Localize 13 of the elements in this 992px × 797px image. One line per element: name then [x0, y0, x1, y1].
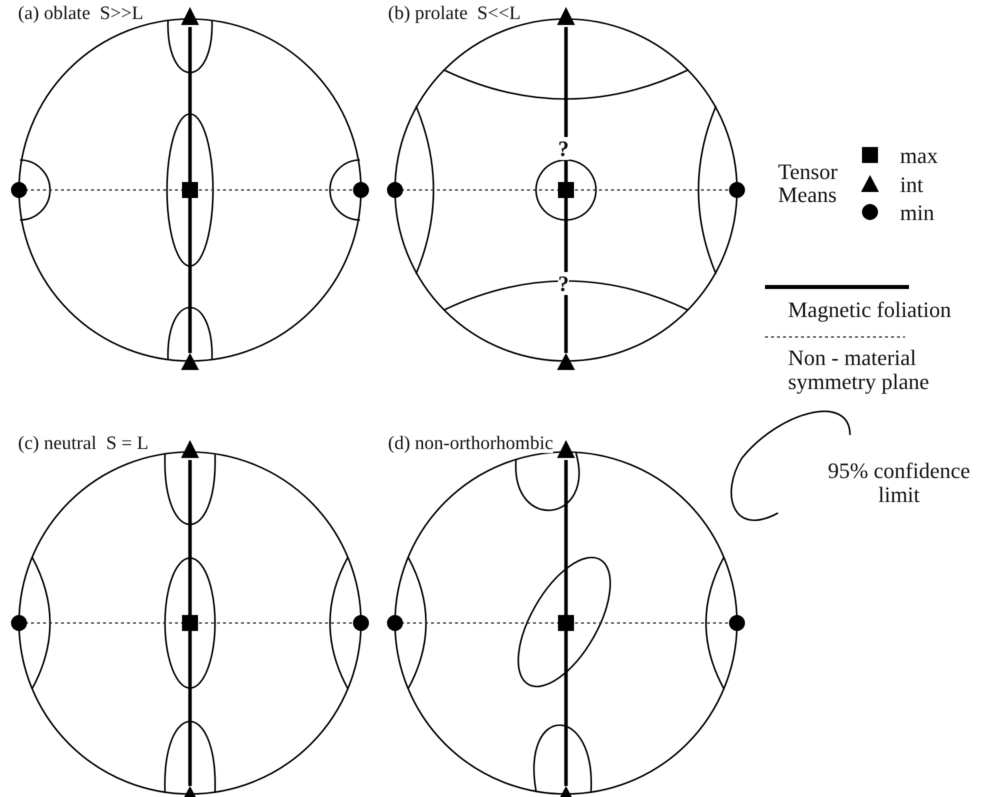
- legend-text: int: [900, 173, 924, 197]
- panel-title: (a) oblate S>>L: [18, 4, 144, 23]
- panel-title: (c) neutral S = L: [18, 434, 148, 453]
- panel-title: (d) non-orthorhombic: [388, 434, 554, 453]
- legend-heading: Tensor Means: [778, 160, 839, 206]
- legend-text: Magnetic foliation: [788, 298, 952, 322]
- question-mark: ?: [558, 137, 569, 160]
- panel-title: (b) prolate S<<L: [388, 4, 521, 23]
- legend-text: max: [900, 144, 939, 168]
- question-mark: ?: [558, 272, 569, 296]
- legend-text: 95% confidence limit: [826, 459, 972, 506]
- legend-text: Non - material symmetry plane: [788, 346, 930, 394]
- legend-text: min: [900, 201, 936, 225]
